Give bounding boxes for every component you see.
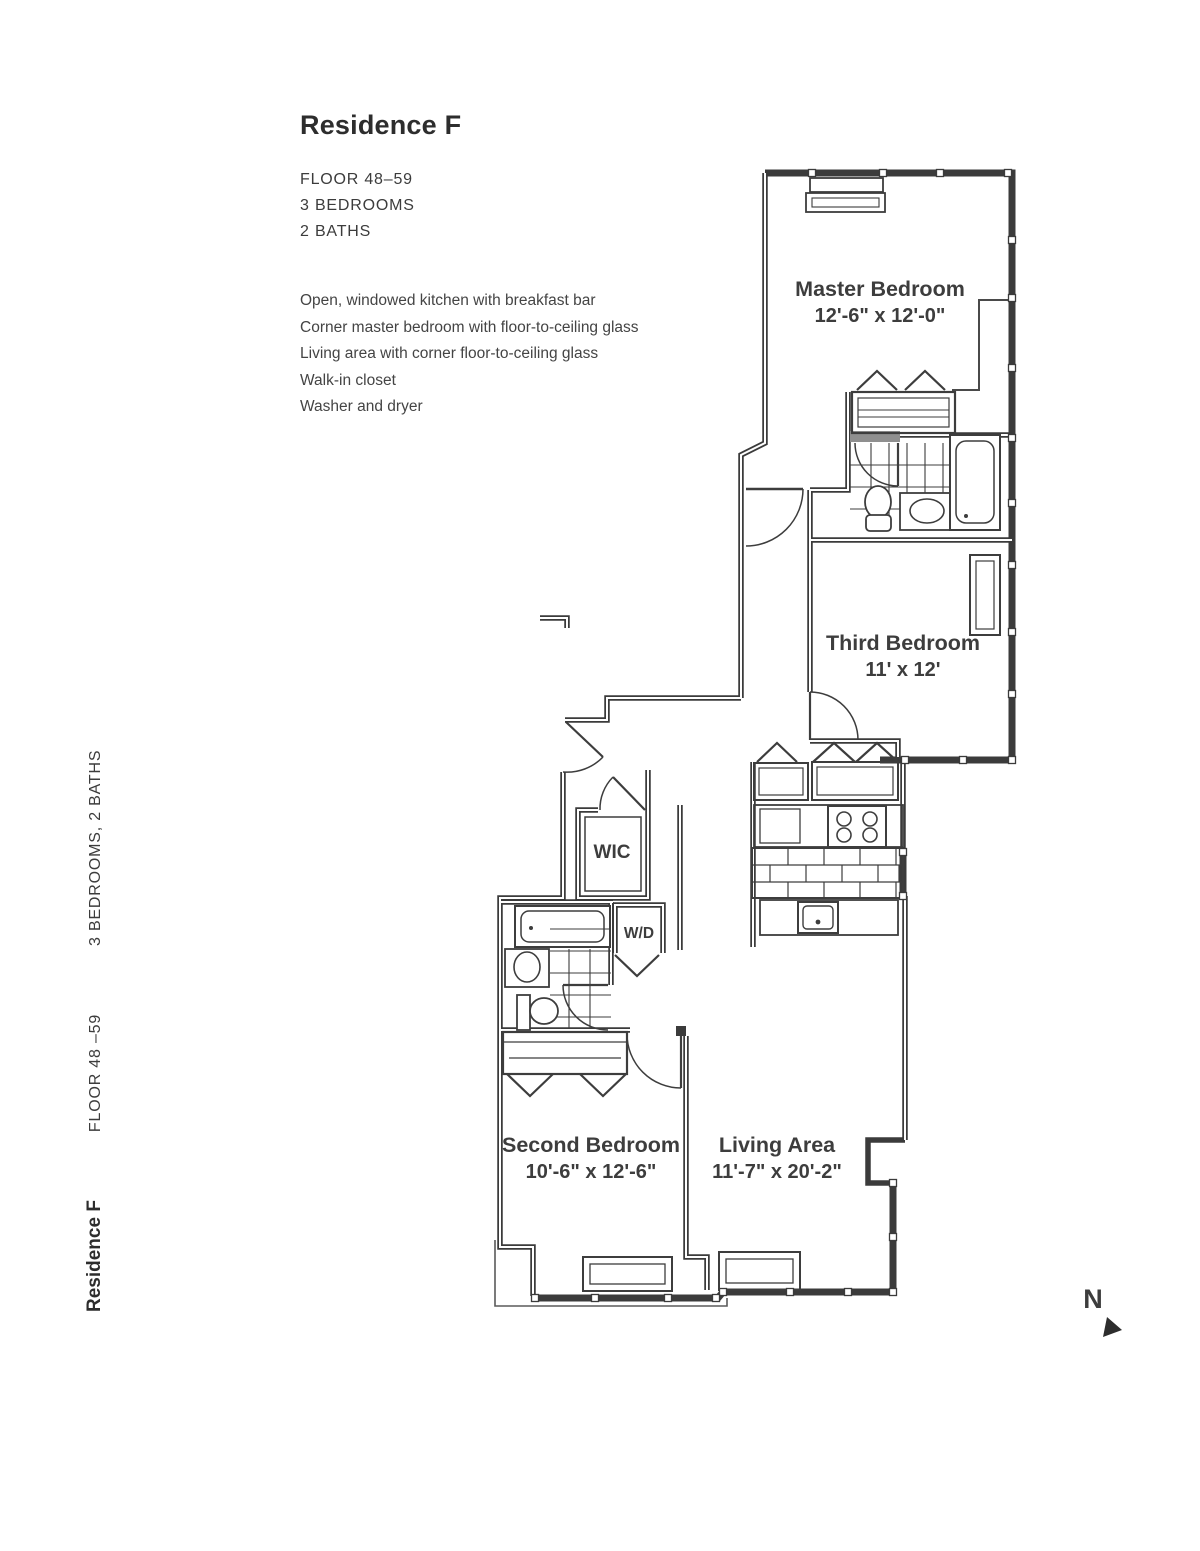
third-bedroom-label: Third Bedroom [826,631,980,655]
feature-list: Open, windowed kitchen with breakfast ba… [300,288,639,421]
toilet [864,485,892,519]
second-bedroom-dims: 10'-6" x 12'-6" [526,1161,657,1183]
entry-door-arc [562,756,604,773]
entry-door-leaf [565,721,604,758]
sink2 [513,951,541,983]
second-bedroom-door [626,1026,686,1089]
feature-item: Living area with corner floor-to-ceiling… [300,345,599,362]
kitchen [751,741,904,936]
master-bedroom-dims: 12'-6" x 12'-0" [815,305,946,327]
compass: N [1083,1284,1122,1337]
burner [836,811,852,827]
burner [862,827,878,843]
third-bedroom-convector [969,554,1001,636]
bathtub2-inner [520,910,605,943]
living-area-label: Living Area [719,1133,836,1157]
wd-label: W/D [624,925,654,942]
unit-meta: FLOOR 48–59 3 BEDROOMS 2 BATHS [300,167,461,245]
sink [909,498,945,524]
wd-door [614,954,660,978]
walk-in-closet [584,776,646,892]
lower-counter [759,899,899,936]
second-bedroom-convector [582,1256,673,1292]
bathtub-inner [955,440,995,524]
third-door-arc [809,691,859,741]
toilet2-tank [516,994,531,1031]
bath2-door-arc [562,984,609,1031]
sink2-counter [504,948,550,988]
second-bedroom-label: Second Bedroom [502,1133,680,1157]
master-door-arc [745,488,804,547]
toilet2 [529,997,559,1025]
wic-label: WIC [594,842,631,863]
burner [862,811,878,827]
stove [827,805,887,848]
master-bathroom [850,434,1001,532]
wall-centerlines [499,173,1012,1296]
compass-north-label: N [1083,1284,1103,1314]
feature-item: Open, windowed kitchen with breakfast ba… [300,292,596,309]
bathtub2 [514,905,611,948]
bedroom-count: 3 BEDROOMS [300,197,415,214]
master-niche-wall [952,299,1012,391]
page-title: Residence F [300,110,462,140]
north-arrow-icon [1103,1317,1122,1337]
third-bedroom-dims: 11' x 12' [865,659,940,681]
living-area-convector [718,1251,801,1291]
feature-item: Corner master bedroom with floor-to-ceil… [300,318,639,336]
slab-edge-line [494,1240,728,1307]
wic-door-leaf [612,776,646,811]
toilet-base [865,514,892,532]
feature-item: Walk-in closet [300,371,396,389]
master-window-convector [805,177,886,213]
header: Residence F FLOOR 48–59 3 BEDROOMS 2 BAT… [300,110,461,245]
window-mullions [530,168,1017,1303]
breakfast-bar [751,847,904,899]
bath-count: 2 BATHS [300,223,372,240]
interior-walls [497,173,1012,1296]
second-bedroom-closet [501,1030,629,1098]
tub-drain [964,514,968,518]
master-closet [850,369,957,435]
wic-door-arc [599,776,614,811]
floor-range: FLOOR 48–59 [300,171,413,188]
second-bathroom [504,905,611,1031]
burner [836,827,852,843]
fixtures [501,177,1001,1292]
living-area-dims: 11'-7" x 20'-2" [712,1161,842,1183]
bathtub [949,434,1001,531]
room-labels: Master Bedroom 12'-6" x 12'-0" Third Bed… [502,277,980,1183]
masterbath-door-header [850,431,900,442]
feature-item: Washer and dryer [300,398,423,415]
masterbath-door-arc [854,442,899,487]
master-bedroom-label: Master Bedroom [795,277,965,301]
exterior-window-walls [533,169,1016,1302]
